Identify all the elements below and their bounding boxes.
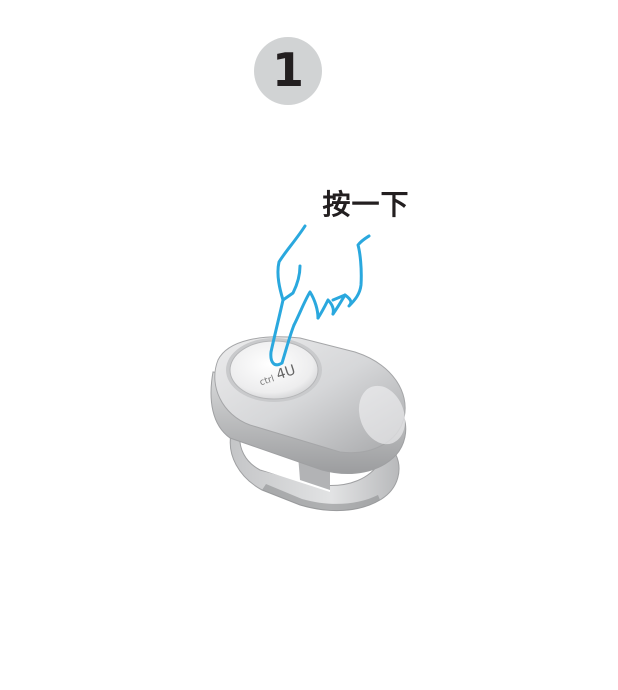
step-badge: 1 [254,37,322,105]
instruction-label: 按一下 [318,181,414,225]
button-logo: ctrl [259,374,276,388]
clip-device-icon: ctrl 4U [210,336,407,512]
instruction-text: 按一下 [322,188,410,221]
hand-pointer-icon [269,224,371,367]
svg-text:4U: 4U [274,362,297,383]
step-number: 1 [271,43,304,97]
